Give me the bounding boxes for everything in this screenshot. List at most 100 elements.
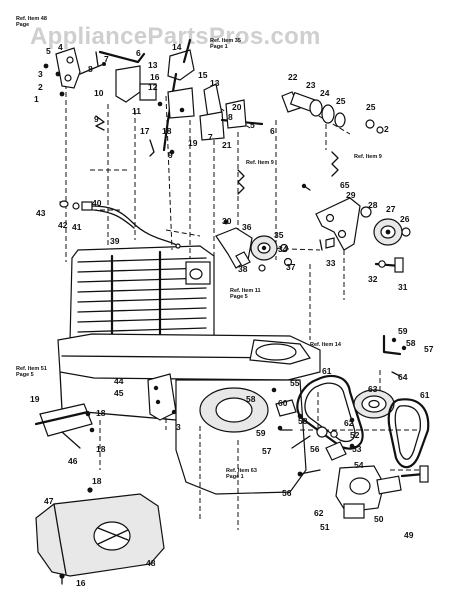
ref-item-11: Ref. Item 11 <box>230 288 261 294</box>
callout-4: 4 <box>58 42 63 52</box>
callout-6b: 6 <box>270 126 275 136</box>
shaft-assembly <box>281 91 384 251</box>
callout-62a: 62 <box>344 418 354 428</box>
callout-57b: 57 <box>262 446 272 456</box>
callout-1: 1 <box>34 94 39 104</box>
callout-36: 36 <box>242 222 252 232</box>
callout-45: 45 <box>114 388 124 398</box>
callout-17: 17 <box>140 126 150 136</box>
callout-30: 30 <box>222 216 232 226</box>
callout-18d: 18 <box>92 476 102 486</box>
callout-54: 54 <box>354 460 364 470</box>
callout-65: 65 <box>340 180 350 190</box>
pulley-bracket <box>271 387 429 519</box>
callout-59b: 59 <box>256 428 266 438</box>
callout-18c: 18 <box>96 444 106 454</box>
callout-13a: 13 <box>148 60 158 70</box>
callout-7: 7 <box>104 54 109 64</box>
ref-item-9a: Ref. Item 9 <box>246 160 274 166</box>
callout-5: 5 <box>46 46 51 56</box>
callout-9b: 9 <box>168 150 173 160</box>
hook-rod <box>382 334 407 377</box>
callout-22: 22 <box>288 72 298 82</box>
callout-35: 35 <box>274 230 284 240</box>
callout-19a: 19 <box>188 138 198 148</box>
ref-item-35: Ref. Item 35 <box>210 38 241 44</box>
callout-60: 60 <box>278 398 288 408</box>
callout-21: 21 <box>222 140 232 150</box>
callout-20: 20 <box>232 102 242 112</box>
callout-53: 53 <box>352 444 362 454</box>
callout-8: 8 <box>88 64 93 74</box>
main-housing <box>57 333 321 495</box>
callout-32: 32 <box>368 274 378 284</box>
drive-belts <box>296 374 430 469</box>
callout-23: 23 <box>306 80 316 90</box>
callout-8b: 8 <box>228 112 233 122</box>
ref-item-48: Ref. Item 48 <box>16 16 47 22</box>
callout-38: 38 <box>238 264 248 274</box>
callout-12: 12 <box>148 82 158 92</box>
callout-24: 24 <box>320 88 330 98</box>
callout-55: 55 <box>290 378 300 388</box>
callout-39: 39 <box>110 236 120 246</box>
callout-42: 42 <box>58 220 68 230</box>
callout-51: 51 <box>320 522 330 532</box>
ref-item-35-page: Page 1 <box>210 44 228 50</box>
callout-28: 28 <box>368 200 378 210</box>
watermark: AppliancePartsPros.com <box>30 23 321 50</box>
callout-31: 31 <box>398 282 408 292</box>
callout-34: 34 <box>278 244 288 254</box>
callout-33: 33 <box>326 258 336 268</box>
callout-6: 6 <box>136 48 141 58</box>
idler-assembly-right <box>301 183 411 273</box>
callout-43: 43 <box>36 208 46 218</box>
callout-10: 10 <box>94 88 104 98</box>
callout-2b: 2 <box>384 124 389 134</box>
reference-notes: Ref. Item 48 Page Ref. Item 35 Page 1 Re… <box>16 16 382 480</box>
callout-25a: 25 <box>336 96 346 106</box>
lower-left-brackets <box>34 373 177 449</box>
callout-numbers: 4 5 3 2 1 8 7 6 13 14 16 12 10 11 15 13 … <box>30 42 434 588</box>
ref-item-9b: Ref. Item 9 <box>354 154 382 160</box>
throttle-cable <box>59 200 181 249</box>
callout-62b: 62 <box>314 508 324 518</box>
callout-59a: 59 <box>398 326 408 336</box>
callout-47: 47 <box>44 496 54 506</box>
callout-2: 2 <box>38 82 43 92</box>
ref-item-63: Ref. Item 63 <box>226 468 257 474</box>
control-levers <box>43 38 264 157</box>
callout-27: 27 <box>386 204 396 214</box>
callout-52: 52 <box>350 430 360 440</box>
callout-40: 40 <box>92 198 102 208</box>
callout-58a: 58 <box>406 338 416 348</box>
callout-48: 48 <box>146 558 156 568</box>
callout-41: 41 <box>72 222 82 232</box>
callout-63: 63 <box>368 384 378 394</box>
ref-item-51: Ref. Item 51 <box>16 366 47 372</box>
callout-56b: 56 <box>282 488 292 498</box>
callout-18a: 18 <box>162 126 172 136</box>
callout-29: 29 <box>346 190 356 200</box>
callout-3b: 3 <box>176 422 181 432</box>
ref-item-48-page: Page <box>16 22 29 28</box>
callout-19b: 19 <box>30 394 40 404</box>
callout-15: 15 <box>198 70 208 80</box>
callout-26: 26 <box>400 214 410 224</box>
callout-37: 37 <box>286 262 296 272</box>
ref-item-11-page: Page 5 <box>230 294 248 300</box>
callout-18b: 18 <box>96 408 106 418</box>
callout-49: 49 <box>404 530 414 540</box>
callout-11: 11 <box>132 106 141 116</box>
ref-item-63-page: Page 1 <box>226 474 244 480</box>
callout-46: 46 <box>68 456 78 466</box>
callout-50: 50 <box>374 514 384 524</box>
callout-16: 16 <box>150 72 160 82</box>
callout-61b: 61 <box>420 390 430 400</box>
callout-9a: 9 <box>94 114 99 124</box>
callout-7b: 7 <box>208 132 213 142</box>
belt-guard <box>35 487 165 585</box>
ref-item-51-page: Page 5 <box>16 372 34 378</box>
callout-57: 57 <box>424 344 434 354</box>
